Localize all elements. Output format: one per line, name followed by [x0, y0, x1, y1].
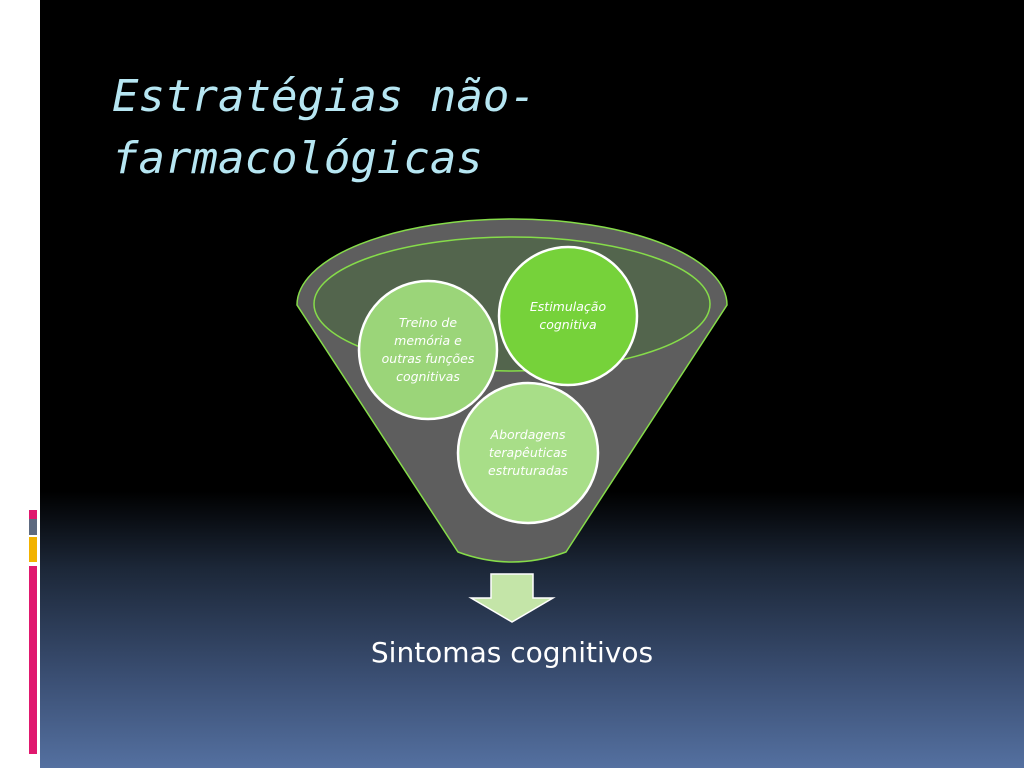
title-line-1: Estratégias não- [112, 71, 536, 122]
circle-estimulacao-label: Estimulação cognitiva [529, 299, 607, 332]
funnel-output-label: Sintomas cognitivos [370, 636, 654, 669]
circle-treino-label: Treino de memória e outras funções cogni… [381, 315, 475, 384]
title-line-2: farmacológicas [112, 133, 483, 184]
circle-treino [357, 279, 499, 421]
circle-abordagens-label: Abordagens terapêuticas estruturadas [488, 427, 568, 478]
side-mark-magenta-small [29, 510, 37, 519]
circle-estimulacao [497, 245, 639, 387]
side-mark-yellow [29, 537, 37, 562]
circle-abordagens [456, 381, 600, 525]
side-mark-magenta-long [29, 566, 37, 754]
slide-title: Estratégias não- farmacológicas [112, 66, 672, 190]
down-arrow [468, 573, 556, 623]
side-decoration [29, 510, 37, 754]
side-mark-slate [29, 519, 37, 535]
